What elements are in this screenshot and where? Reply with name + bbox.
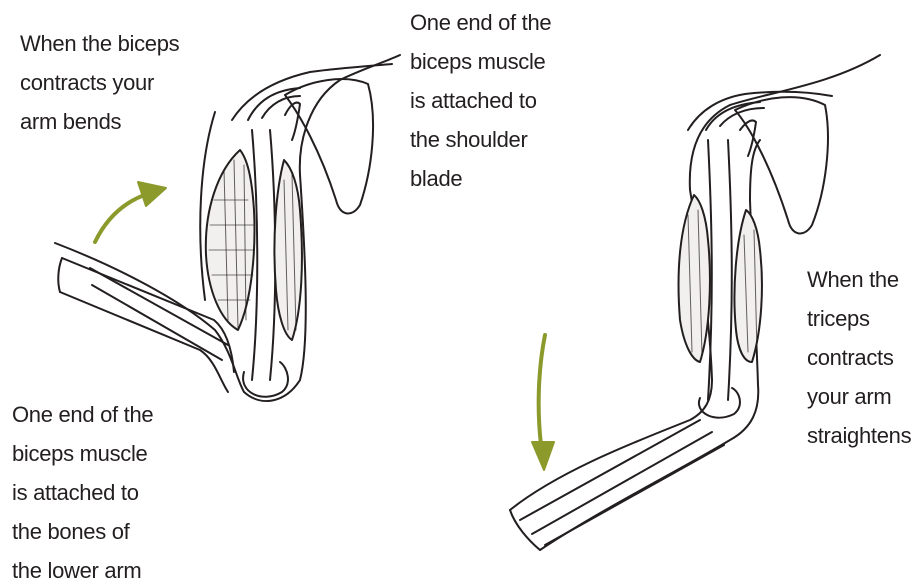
bend-arrow-head (138, 182, 166, 206)
biceps-muscle (206, 150, 255, 330)
straight-biceps (679, 195, 710, 362)
bend-arrow-shaft (95, 193, 150, 242)
triceps-straightens-label: When the triceps contracts your arm stra… (807, 260, 911, 455)
biceps-bends-label: When the biceps contracts your arm bends (20, 24, 179, 141)
straighten-arrow (532, 335, 554, 470)
shoulder-attachment-label: One end of the biceps muscle is attached… (410, 3, 551, 198)
bend-arrow (95, 182, 166, 242)
straighten-arrow-shaft (539, 335, 545, 445)
straighten-arrow-head (532, 442, 554, 470)
straight-triceps (734, 210, 761, 362)
triceps-muscle (274, 160, 302, 340)
lower-arm-attachment-label: One end of the biceps muscle is attached… (12, 395, 153, 587)
